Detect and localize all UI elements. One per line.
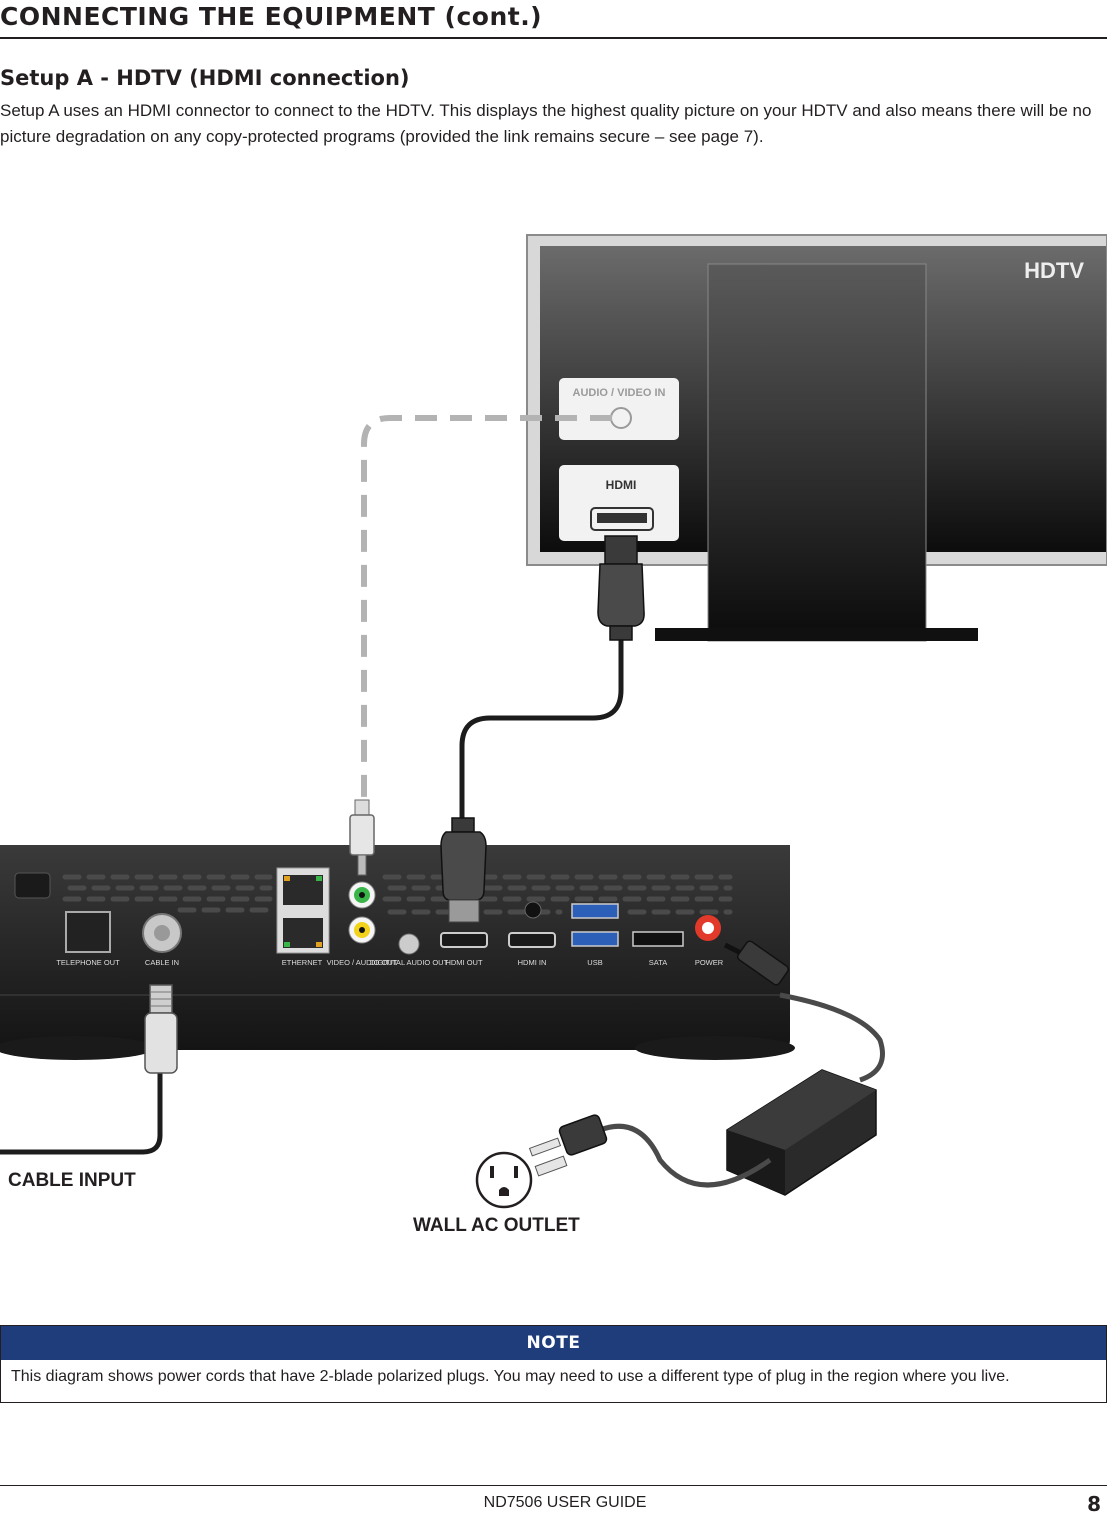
label-usb: USB — [587, 958, 602, 967]
power-port — [695, 915, 721, 941]
wall-outlet-label: WALL AC OUTLET — [413, 1215, 580, 1236]
hdtv: HDTV AUDIO / VIDEO IN HDMI — [526, 234, 1107, 642]
av-in-label: AUDIO / VIDEO IN — [573, 387, 666, 399]
av-cable-dashed — [361, 415, 612, 800]
footer-rule — [0, 1485, 1107, 1486]
cable-input-label: CABLE INPUT — [8, 1170, 136, 1191]
coax-plug — [144, 984, 178, 1074]
page-heading: CONNECTING THE EQUIPMENT (cont.) — [0, 2, 543, 31]
hdmi-out-port — [440, 932, 488, 948]
note-body: This diagram shows power cords that have… — [11, 1368, 1010, 1385]
power-plug-dc — [723, 940, 789, 986]
tv-hdmi-label: HDMI — [606, 478, 637, 492]
note-box: NOTE This diagram shows power cords that… — [0, 1325, 1107, 1403]
page-number: 8 — [1087, 1492, 1101, 1516]
label-cable-in: CABLE IN — [145, 958, 179, 967]
label-hdmi-out: HDMI OUT — [445, 958, 482, 967]
hdmi-in-port-box — [508, 932, 556, 948]
ac-plug — [528, 1114, 608, 1177]
heading-rule — [0, 37, 1107, 39]
ethernet-ports — [276, 867, 330, 954]
ac-cord — [599, 1123, 772, 1188]
label-digital-audio-out: DIGITITAL AUDIO OUT — [370, 958, 449, 967]
section-title: Setup A - HDTV (HDMI connection) — [0, 66, 410, 90]
hdmi-cable — [459, 640, 624, 820]
footer-guide-title: ND7506 USER GUIDE — [483, 1494, 647, 1511]
power-adapter — [726, 1069, 877, 1196]
digital-audio-port — [398, 933, 420, 955]
usb-ports — [571, 903, 619, 947]
hdmi-plug-box — [440, 817, 487, 923]
intro-paragraph: Setup A uses an HDMI connector to connec… — [0, 101, 1092, 146]
sata-port — [632, 931, 684, 947]
hdmi-in-port: HDMI — [559, 465, 679, 541]
connection-diagram: HDTV AUDIO / VIDEO IN HDMI — [0, 234, 1107, 1236]
label-telephone-out: TELEPHONE OUT — [56, 958, 120, 967]
wall-outlet-icon — [475, 1151, 533, 1209]
hdtv-label: HDTV — [1024, 258, 1084, 283]
note-header: NOTE — [1, 1326, 1106, 1360]
label-sata: SATA — [649, 958, 667, 967]
label-power: POWER — [695, 958, 724, 967]
label-hdmi-in: HDMI IN — [518, 958, 547, 967]
power-cable — [779, 992, 885, 1083]
rca-plug — [349, 799, 375, 876]
label-ethernet: ETHERNET — [282, 958, 323, 967]
telephone-port — [65, 911, 111, 953]
hdmi-plug-tv — [597, 535, 645, 641]
set-top-box: TELEPHONE OUT CABLE IN ETHERNET VIDEO / … — [0, 845, 795, 1060]
label-video-audio-out: VIDEO / AUDIO OUT — [327, 958, 398, 967]
av-in-port: AUDIO / VIDEO IN — [559, 378, 679, 440]
video-audio-jacks — [348, 881, 376, 944]
coax-cable — [0, 1070, 163, 1155]
